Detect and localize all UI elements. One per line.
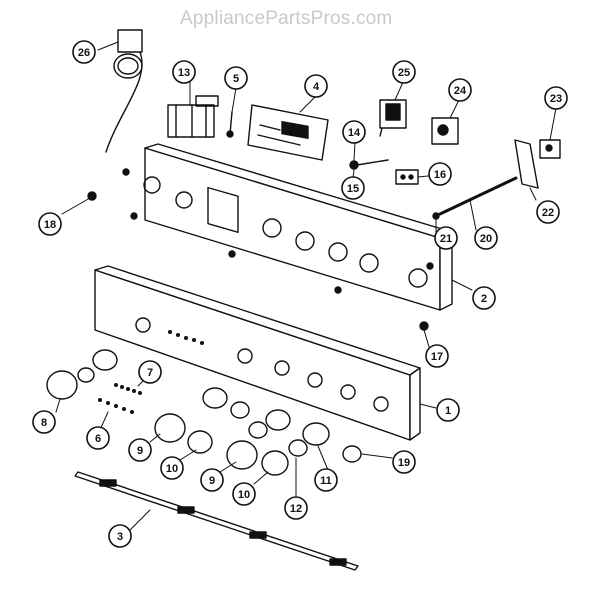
thermostat: [105, 29, 143, 153]
callout-circle: [38, 212, 62, 236]
terminal-block: [395, 169, 419, 185]
callout-circle: [341, 176, 365, 200]
callout-number: 2: [481, 293, 487, 305]
callout-circle: [304, 74, 328, 98]
callout-circle: [314, 468, 338, 492]
callout-number: 5: [233, 73, 239, 85]
callout-circle: [448, 78, 472, 102]
callout-number: 14: [348, 127, 361, 139]
callout-number: 8: [41, 417, 47, 429]
callout-number: 20: [480, 233, 492, 245]
callout-number: 23: [550, 93, 562, 105]
indicator-lights: [168, 330, 204, 345]
callout-number: 25: [398, 67, 410, 79]
callout-number: 10: [238, 489, 250, 501]
electronic-control-board: [247, 104, 329, 161]
callout-circle: [544, 86, 568, 110]
trim-strip: [74, 471, 359, 571]
callout-circle: [425, 344, 449, 368]
watermark: AppliancePartsPros.com: [180, 8, 393, 29]
screw: [226, 111, 234, 138]
callout-number: 18: [44, 219, 56, 231]
callout-number: 19: [398, 457, 410, 469]
bracket: [514, 139, 561, 189]
callout-circle: [108, 524, 132, 548]
callout-circle: [342, 120, 366, 144]
screw-17: [419, 321, 429, 331]
small-fasteners: [98, 383, 142, 414]
callout-circle: [284, 496, 308, 520]
callout-circle: [128, 438, 152, 462]
callout-number: 10: [166, 463, 178, 475]
callout-circle: [160, 456, 184, 480]
callout-circle: [138, 360, 162, 384]
callout-number: 22: [542, 207, 554, 219]
callout-number: 11: [320, 475, 332, 487]
callout-circle: [436, 398, 460, 422]
selector-switch: [431, 117, 459, 145]
callout-number: 1: [445, 405, 451, 417]
control-panel-front: [94, 265, 421, 441]
callout-number: 24: [454, 85, 467, 97]
callout-number: 7: [147, 367, 153, 379]
callout-number: 4: [313, 81, 320, 93]
callout-number: 12: [290, 503, 302, 515]
callout-circle: [86, 426, 110, 450]
callout-circle: [32, 410, 56, 434]
knobs: [46, 349, 362, 476]
callout-number: 13: [178, 67, 190, 79]
callout-circle: [428, 162, 452, 186]
callout-circle: [232, 482, 256, 506]
callout-circle: [392, 60, 416, 84]
callout-circle: [224, 66, 248, 90]
callout-number: 21: [440, 233, 452, 245]
callout-circle: [434, 226, 458, 250]
relay: [379, 99, 407, 137]
callout-circle: [392, 450, 416, 474]
callout-circle: [200, 468, 224, 492]
callout-circle: [72, 40, 96, 64]
callout-number: 3: [117, 531, 123, 543]
callout-number: 15: [347, 183, 359, 195]
callout-number: 6: [95, 433, 101, 445]
callout-circle: [172, 60, 196, 84]
callout-circle: [536, 200, 560, 224]
indicator-lamp: [349, 159, 389, 170]
callout-number: 9: [137, 445, 143, 457]
callout-number: 17: [431, 351, 443, 363]
callout-circle: [474, 226, 498, 250]
callout-number: 26: [78, 47, 90, 59]
callout-number: 9: [209, 475, 215, 487]
callout-number: 16: [434, 169, 446, 181]
switch: [167, 95, 219, 138]
callout-circle: [472, 286, 496, 310]
control-panel-back: [143, 143, 453, 311]
